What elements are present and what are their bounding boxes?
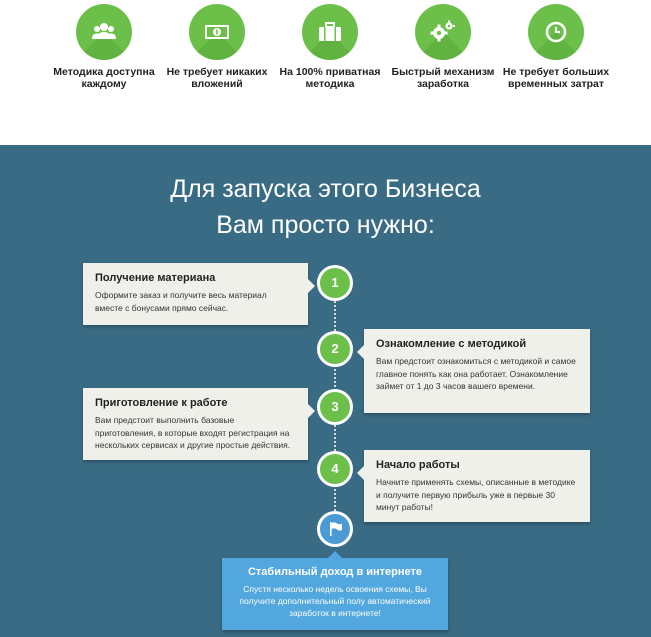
feature-private: На 100% приватная методика [270,4,390,90]
clock-icon [545,21,567,43]
step-text: Вам предстоит ознакомиться с методикой и… [376,356,576,391]
step-card-1: Получение материана Оформите заказ и пол… [83,263,315,325]
users-icon [92,23,116,39]
feature-circle [528,4,584,60]
feature-circle [415,4,471,60]
section-title: Для запуска этого Бизнеса Вам просто нуж… [0,171,651,243]
feature-label: Не требует больших временных затрат [502,66,610,90]
section-title-line1: Для запуска этого Бизнеса [170,175,481,203]
feature-label: Быстрый механизм заработка [391,66,495,90]
final-result-box: Стабильный доход в интернете Спустя неск… [222,551,448,630]
feature-circle [76,4,132,60]
final-step-circle [317,511,353,547]
step-card-2: Ознакомление с методикой Вам предстоит о… [357,329,590,413]
step-text: Оформите заказ и получите весь материал … [95,290,267,313]
final-text: Спустя несколько недель освоения схемы, … [239,584,431,618]
steps-section: Для запуска этого Бизнеса Вам просто нуж… [0,145,651,637]
step-text: Вам предстоит выполнить базовые приготов… [95,415,291,450]
feature-no-investment: Не требует никаких вложений [157,4,277,90]
feature-label: На 100% приватная методика [279,66,381,90]
step-number-1: 1 [317,265,353,301]
step-card-4: Начало работы Начните применять схемы, о… [357,450,590,522]
step-number-2: 2 [317,331,353,367]
briefcase-icon [319,22,341,41]
feature-no-time: Не требует больших временных затрат [496,4,616,90]
step-title: Ознакомление с методикой [376,338,527,350]
feature-label: Методика доступна каждому [53,66,155,90]
section-title-line2: Вам просто нужно: [216,211,435,239]
step-title: Получение материана [95,272,216,284]
feature-fast: Быстрый механизм заработка [383,4,503,90]
gears-icon [430,20,455,42]
feature-circle [302,4,358,60]
step-title: Приготовление к работе [95,397,228,409]
feature-accessible: Методика доступна каждому [44,4,164,90]
step-card-3: Приготовление к работе Вам предстоит вып… [83,388,315,460]
feature-circle [189,4,245,60]
flag-icon [330,522,342,536]
step-text: Начните применять схемы, описанные в мет… [376,477,576,512]
step-number-3: 3 [317,389,353,425]
feature-label: Не требует никаких вложений [166,66,268,90]
final-title: Стабильный доход в интернете [247,566,423,578]
features-row: Методика доступна каждому Не требует ник… [0,0,651,145]
step-number-4: 4 [317,451,353,487]
step-title: Начало работы [376,459,460,471]
money-icon [205,25,229,39]
